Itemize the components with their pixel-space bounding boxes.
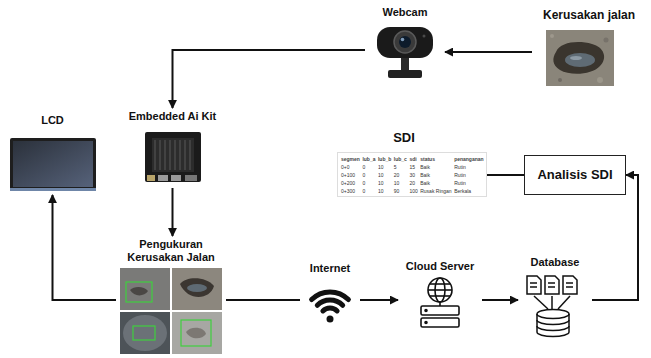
network-node: Internet bbox=[300, 260, 360, 332]
table-cell: Baik bbox=[420, 163, 430, 171]
table-cell: segmen bbox=[341, 155, 360, 163]
table-cell: status bbox=[420, 155, 435, 163]
database-node: Database bbox=[518, 254, 592, 340]
table-cell: 10 bbox=[378, 163, 384, 171]
table-cell: 0+300 bbox=[341, 187, 355, 195]
flow-arrow bbox=[360, 299, 398, 301]
table-cell: 10 bbox=[378, 179, 384, 187]
photo-node: Kerusakan jalan bbox=[532, 6, 646, 90]
table-cell: Berkala bbox=[454, 187, 471, 195]
table-cell: 90 bbox=[394, 187, 400, 195]
pothole-photo bbox=[546, 30, 614, 86]
table-cell: lub_a bbox=[362, 155, 375, 163]
table-cell: 0 bbox=[362, 171, 365, 179]
node-label: Analisis SDI bbox=[537, 167, 612, 183]
table-cell: 10 bbox=[394, 179, 400, 187]
table-cell: 10 bbox=[378, 187, 384, 195]
flow-arrow bbox=[226, 299, 300, 301]
table-cell: lub_c bbox=[394, 155, 407, 163]
node-label: LCD bbox=[5, 112, 100, 127]
table-cell: 0+100 bbox=[341, 171, 355, 179]
table-cell: penanganan bbox=[454, 155, 483, 163]
table-cell: Baik bbox=[420, 179, 430, 187]
webcam-icon bbox=[377, 27, 433, 78]
measurement-photos bbox=[120, 268, 222, 354]
table-cell: 0 bbox=[362, 179, 365, 187]
table-cell: 20 bbox=[394, 171, 400, 179]
table-cell: 0+0 bbox=[341, 163, 349, 171]
display-node: LCD bbox=[5, 112, 100, 195]
table-cell: Baik bbox=[420, 171, 430, 179]
node-label: SDI bbox=[334, 128, 474, 146]
table-cell: 15 bbox=[409, 163, 415, 171]
board-node: Embedded Ai Kit bbox=[124, 108, 222, 188]
flow-arrow bbox=[53, 195, 117, 300]
server-icon bbox=[421, 278, 459, 327]
ai-board bbox=[145, 132, 201, 182]
process-box: Analisis SDI bbox=[524, 155, 626, 195]
table-cell: Rutin bbox=[454, 179, 466, 187]
table-cell: 100 bbox=[409, 187, 417, 195]
node-label: Webcam bbox=[365, 4, 445, 19]
node-label: Pengukuran Kerusakan Jalan bbox=[116, 236, 226, 264]
flow-arrow bbox=[482, 299, 518, 301]
table-cell: 0 bbox=[362, 163, 365, 171]
flow-arrow bbox=[173, 50, 366, 108]
table-cell: sdi bbox=[409, 155, 416, 163]
lcd-screen bbox=[10, 138, 96, 191]
image-node: Pengukuran Kerusakan Jalan bbox=[116, 236, 226, 356]
table-cell: 0+200 bbox=[341, 179, 355, 187]
table-cell: lub_b bbox=[378, 155, 391, 163]
database-icon bbox=[527, 276, 577, 337]
flow-arrow bbox=[172, 188, 174, 236]
sdi-table: segmenlub_alub_blub_csdi status penanganan… bbox=[337, 152, 487, 197]
table-cell: Rusak Ringan bbox=[420, 187, 451, 195]
table-cell: Rutin bbox=[454, 171, 466, 179]
wifi-icon bbox=[312, 292, 349, 323]
table-cell: Rutin bbox=[454, 163, 466, 171]
node-label: Cloud Server bbox=[398, 258, 482, 273]
table-cell: 20 bbox=[409, 179, 415, 187]
table-cell: 5 bbox=[394, 163, 397, 171]
node-label: Embedded Ai Kit bbox=[124, 108, 222, 123]
flow-arrow bbox=[445, 51, 532, 53]
node-label: Kerusakan jalan bbox=[532, 6, 646, 22]
table-cell: 0 bbox=[362, 187, 365, 195]
node-label: Internet bbox=[300, 260, 360, 275]
table-cell: 10 bbox=[378, 171, 384, 179]
camera-node: Webcam bbox=[365, 4, 445, 82]
node-label: Database bbox=[518, 254, 592, 269]
table-cell: 30 bbox=[409, 171, 415, 179]
server-node: Cloud Server bbox=[398, 258, 482, 338]
